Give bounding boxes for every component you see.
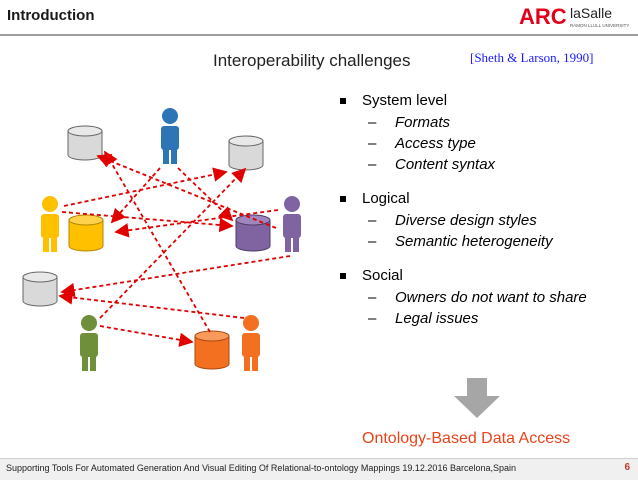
database-icon	[228, 135, 264, 171]
bullet-group-social: Social –Owners do not want to share –Leg…	[340, 265, 635, 329]
arc-lasalle-logo: ARC laSalle RAMON LLULL UNIVERSITY	[519, 4, 633, 29]
logo-subtitle: RAMON LLULL UNIVERSITY	[570, 23, 629, 28]
bullet-item: Logical	[340, 188, 635, 210]
logo-text: ARC	[519, 4, 567, 29]
person-icon	[41, 196, 59, 252]
section-title: Introduction	[7, 7, 95, 24]
footer-bar: Supporting Tools For Automated Generatio…	[0, 458, 638, 480]
sub-bullet-item: –Owners do not want to share	[368, 289, 587, 306]
bullet-item: System level	[340, 90, 635, 112]
footer-text: Supporting Tools For Automated Generatio…	[6, 463, 516, 473]
person-icon	[242, 315, 260, 371]
database-icon	[22, 271, 58, 307]
database-icon	[67, 125, 103, 161]
header-bar: Introduction ARC laSalle RAMON LLULL UNI…	[0, 0, 638, 34]
bullet-group-system-level: System level –Formats –Access type –Cont…	[340, 90, 635, 175]
down-arrow-icon	[454, 378, 500, 418]
connection-arrows	[58, 150, 291, 347]
citation: [Sheth & Larson, 1990]	[470, 50, 594, 65]
sub-bullet-item: –Semantic heterogeneity	[368, 233, 553, 250]
sub-bullet-item: –Diverse design styles	[368, 212, 537, 229]
bullet-group-logical: Logical –Diverse design styles –Semantic…	[340, 188, 635, 252]
bullet-list: System level –Formats –Access type –Cont…	[340, 90, 635, 342]
person-icon	[161, 108, 179, 164]
interoperability-diagram	[22, 108, 301, 371]
sub-bullet-item: –Legal issues	[368, 310, 479, 327]
header-divider	[0, 34, 638, 36]
logo-brand: laSalle	[570, 5, 612, 21]
conclusion-text: Ontology-Based Data Access	[362, 430, 571, 447]
database-icon	[68, 214, 104, 252]
database-icon	[194, 330, 230, 370]
sub-bullet-item: –Access type	[368, 135, 476, 152]
person-icon	[283, 196, 301, 252]
bullet-item: Social	[340, 265, 635, 287]
sub-bullet-item: –Content syntax	[368, 156, 496, 173]
page-number: 6	[624, 462, 630, 473]
person-icon	[80, 315, 98, 371]
sub-bullet-item: –Formats	[368, 114, 451, 131]
slide-title: Interoperability challenges	[213, 51, 411, 70]
database-icon	[235, 214, 271, 252]
